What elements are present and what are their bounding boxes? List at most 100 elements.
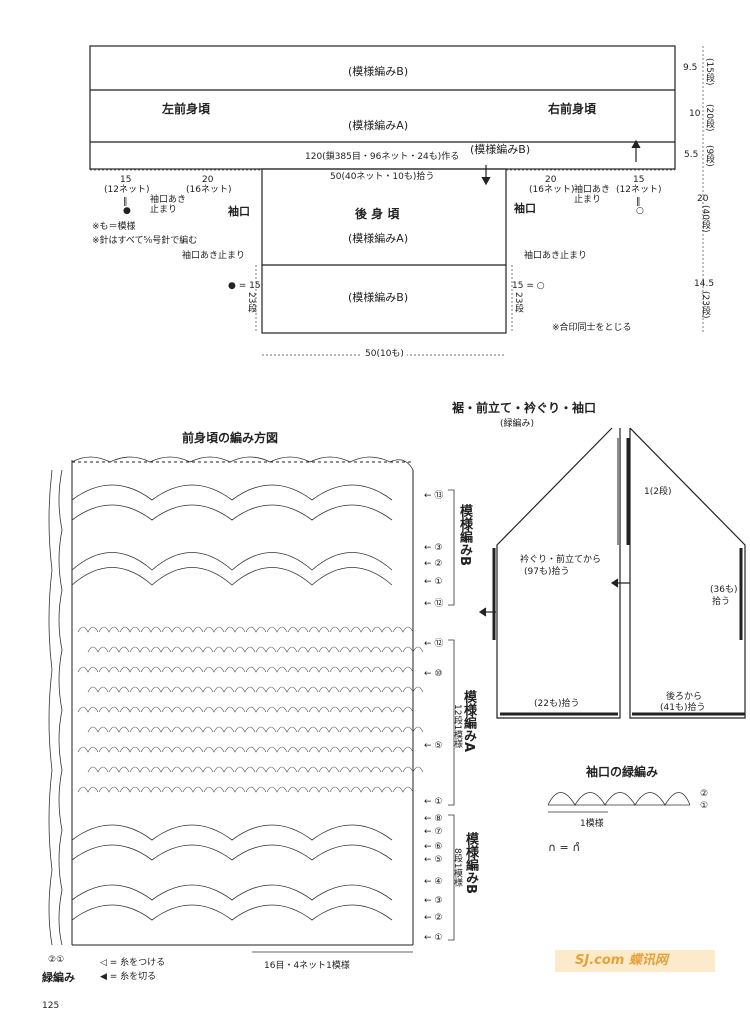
mesh-loop	[308, 626, 330, 633]
mesh-loop	[192, 646, 214, 653]
edge-rows-label: ②①	[48, 955, 65, 965]
sleeve-stop-left: 袖口あき 止まり	[150, 195, 187, 215]
mesh-loop	[381, 766, 403, 773]
mesh-loop	[108, 726, 130, 733]
mesh-loop	[287, 706, 309, 713]
dim-14-5: 14.5	[694, 279, 715, 289]
legend-cut: ◀ = 糸を切る	[100, 972, 157, 982]
mesh-loop	[192, 726, 214, 733]
mesh-loop	[182, 706, 204, 713]
mesh-loop	[266, 626, 288, 633]
mesh-loop	[392, 786, 414, 793]
mesh-loop	[140, 626, 162, 633]
mesh-loop	[87, 766, 109, 773]
mesh-loop	[371, 626, 393, 633]
dim-15-rows: (15段)	[704, 58, 714, 86]
back-label: 後 身 頃	[355, 207, 400, 221]
bottom-row-label: 120(鎖385目・96ネット・24も)作る	[305, 152, 460, 162]
mesh-loop	[255, 766, 277, 773]
mesh-loop	[350, 666, 372, 673]
mesh-loop	[119, 786, 141, 793]
mesh-loop	[371, 706, 393, 713]
note-1: ※も＝模様	[92, 222, 136, 232]
mesh-loop	[182, 626, 204, 633]
row-label: ← ⑤	[424, 741, 443, 751]
edging-side-2: 拾う	[712, 597, 731, 607]
dim-9-5: 9.5	[683, 63, 698, 73]
mesh-loop	[203, 626, 225, 633]
mesh-loop	[98, 786, 120, 793]
mesh-loop	[119, 666, 141, 673]
mesh-loop	[171, 726, 193, 733]
mesh-loop	[108, 646, 130, 653]
mesh-loop	[381, 646, 403, 653]
right-15-sub: (12ネット)	[616, 185, 662, 195]
dim-9-rows: (9段)	[704, 145, 714, 167]
mesh-loop	[308, 666, 330, 673]
right-dot-sub: 23段	[513, 292, 523, 313]
mesh-loop	[371, 786, 393, 793]
mesh-loop	[287, 626, 309, 633]
page-number: 125	[42, 1001, 60, 1011]
mesh-loop	[297, 686, 319, 693]
mesh-loop	[287, 666, 309, 673]
dim-20-rows: (20段)	[704, 104, 714, 132]
mesh-loop	[77, 666, 99, 673]
pickup-back-label: 50(40ネット・10も)拾う	[330, 172, 435, 182]
row-label: ← ①	[424, 577, 443, 587]
mesh-loop	[266, 786, 288, 793]
mesh-loop	[339, 686, 361, 693]
mesh-loop	[119, 626, 141, 633]
mesh-loop	[266, 746, 288, 753]
mesh-loop	[182, 666, 204, 673]
mesh-loop	[150, 766, 172, 773]
right-15: 15	[633, 175, 645, 185]
right-front-label: 右前身頃	[548, 102, 597, 116]
mesh-loop	[360, 726, 382, 733]
mesh-loop	[402, 646, 424, 653]
edging-outline	[478, 427, 746, 719]
edging-subtitle: (緑編み)	[500, 419, 535, 429]
mesh-loop	[276, 646, 298, 653]
mesh-loop	[87, 646, 109, 653]
mesh-loop	[308, 786, 330, 793]
mesh-loop	[140, 786, 162, 793]
back-pattern-b: (模様編みB)	[348, 291, 409, 304]
mesh-loop	[276, 686, 298, 693]
mesh-loop	[255, 686, 277, 693]
mesh-loop	[392, 666, 414, 673]
note-2: ※針はすべて⁵⁄₀号針で編む	[92, 236, 198, 246]
pattern-b-top-label: 模様編みB	[457, 504, 472, 566]
mesh-loop	[192, 766, 214, 773]
dim-23-rows: (23段)	[700, 291, 710, 319]
chain-symbol-icon: ∩ = ∩̊	[548, 841, 581, 854]
pattern-b-label: (模様編みB)	[348, 65, 409, 78]
match-note: ※合印同士をとじる	[552, 323, 632, 333]
mesh-loop	[182, 746, 204, 753]
mesh-loop	[234, 646, 256, 653]
mesh-loop	[171, 766, 193, 773]
mesh-loop	[339, 766, 361, 773]
rows-12-label: 12段1模様	[452, 704, 462, 749]
mesh-loop	[350, 746, 372, 753]
mesh-loop	[119, 706, 141, 713]
row-label: ← ②	[424, 559, 443, 569]
mesh-loop	[98, 706, 120, 713]
row-label: ← ②	[424, 913, 443, 923]
mesh-loop	[140, 666, 162, 673]
mesh-loop	[161, 706, 183, 713]
mesh-loop	[129, 726, 151, 733]
mesh-loop	[339, 726, 361, 733]
row-label: ← ⑥	[424, 842, 443, 852]
width-bottom: 50(10も)	[362, 350, 407, 359]
mesh-loop	[381, 726, 403, 733]
edging-neck-count: (97も)拾う	[524, 567, 570, 577]
mesh-loop	[140, 706, 162, 713]
mesh-loop	[161, 786, 183, 793]
mesh-loop	[150, 686, 172, 693]
mesh-loop	[161, 666, 183, 673]
chart-title: 前身頃の編み方図	[182, 431, 279, 445]
mesh-loop	[98, 746, 120, 753]
mesh-loop	[360, 766, 382, 773]
mesh-loop	[203, 666, 225, 673]
